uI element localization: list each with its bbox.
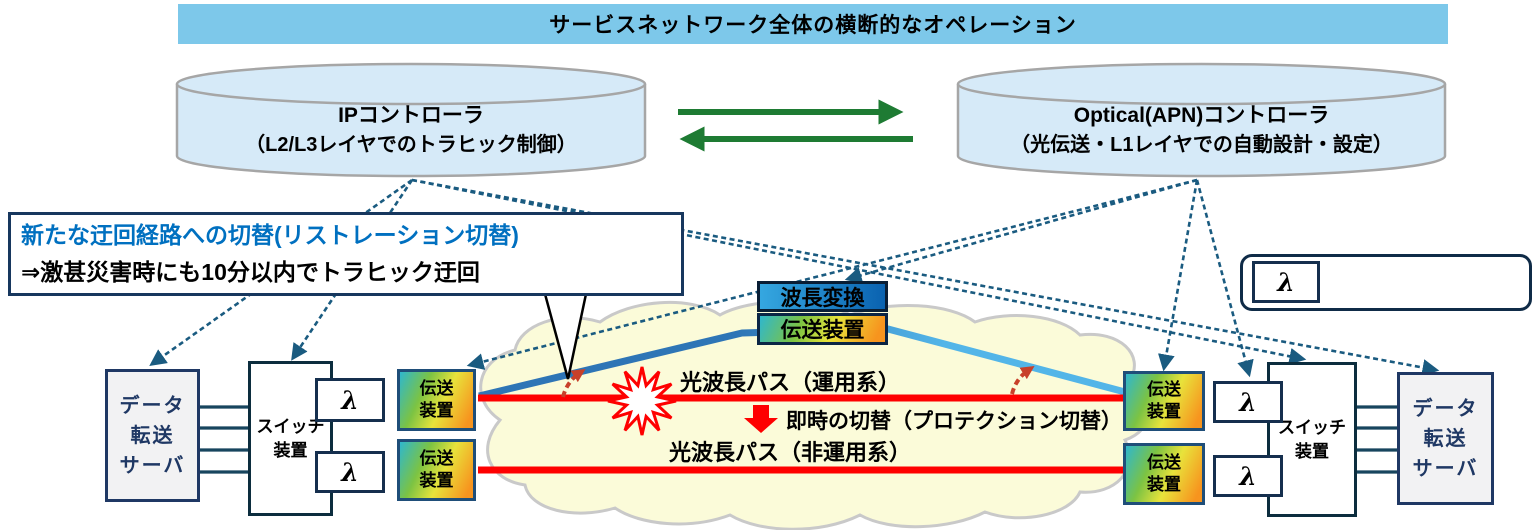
server-label-line: データ: [1412, 397, 1479, 420]
ip-controller-cylinder: [175, 62, 647, 178]
switch-label-line: スイッチ: [256, 416, 325, 436]
lambda-legend-item: λ: [1252, 261, 1320, 303]
server-switch-links: [200, 405, 1399, 474]
server-label-line: サーバ: [119, 454, 186, 477]
data-server-right: データ 転送 サーバ: [1397, 372, 1494, 505]
server-label-line: 転送: [130, 424, 175, 447]
switchover-curve-arrow-left-icon: [561, 369, 586, 398]
standby-path-label: 光波長パス（非運用系）: [668, 440, 911, 465]
optical-controller-cylinder: [956, 62, 1447, 178]
active-path-label: 光波長パス（運用系）: [679, 370, 900, 395]
transmission-label-line: 装置: [1147, 402, 1181, 421]
lambda-box-left-bottom: λ: [315, 451, 385, 493]
ip-controller-subtitle: （L2/L3レイヤでのトラヒック制御）: [245, 134, 577, 156]
restoration-callout-line2: ⇒激甚災害時にも10分以内でトラヒック迂回: [21, 259, 480, 285]
protection-down-arrow-icon: [744, 405, 778, 433]
server-label-line: サーバ: [1412, 457, 1479, 480]
optical-control-links: [466, 178, 1254, 378]
failure-starburst-icon: [607, 366, 677, 436]
transmission-device-left-top: 伝送 装置: [397, 369, 476, 431]
optical-controller-subtitle: （光伝送・L1レイヤでの自動設計・設定）: [1010, 134, 1393, 156]
lambda-symbol: λ: [1239, 387, 1257, 417]
transmission-label-line: 装置: [419, 471, 454, 490]
transmission-label-line: 伝送: [419, 379, 454, 398]
lambda-box-right-bottom: λ: [1213, 455, 1283, 497]
transmission-label-line: 伝送: [419, 449, 454, 468]
lambda-box-right-top: λ: [1213, 381, 1283, 423]
switch-label-line: 装置: [273, 440, 308, 460]
transmission-device-right-top: 伝送 装置: [1123, 371, 1205, 431]
switch-label-line: スイッチ: [1278, 417, 1346, 437]
transmission-label-line: 装置: [419, 401, 454, 420]
banner-title: サービスネットワーク全体の横断的なオペレーション: [549, 14, 1077, 37]
lambda-symbol: λ: [1277, 267, 1295, 297]
optical-controller-title: Optical(APN)コントローラ: [1073, 104, 1330, 127]
protection-switch-label: 即時の切替（プロテクション切替）: [786, 410, 1122, 433]
data-server-left: データ 転送 サーバ: [105, 369, 200, 502]
optical-controller: Optical(APN)コントローラ （光伝送・L1レイヤでの自動設計・設定）: [958, 92, 1445, 168]
ip-controller: IPコントローラ （L2/L3レイヤでのトラヒック制御）: [177, 92, 645, 168]
server-label-line: データ: [119, 394, 186, 417]
transmission-label-line: 伝送: [1147, 380, 1181, 399]
legend-transmission-device: 伝送装置: [757, 313, 888, 345]
ip-controller-title: IPコントローラ: [338, 104, 484, 127]
transmission-device-left-bottom: 伝送 装置: [397, 439, 476, 501]
transmission-device-right-bottom: 伝送 装置: [1123, 443, 1205, 505]
switch-label-line: 装置: [1295, 441, 1329, 461]
server-label-line: 転送: [1423, 427, 1468, 450]
transmission-label-line: 伝送: [1147, 453, 1181, 472]
legend-transmission-device-label: 伝送装置: [780, 319, 865, 342]
lambda-symbol: λ: [341, 457, 359, 487]
transmission-label-line: 装置: [1147, 475, 1181, 494]
legend-wavelength-conversion: 波長変換: [757, 281, 888, 312]
lambda-box-left-top: λ: [315, 378, 385, 422]
restoration-callout-line1: 新たな迂回経路への切替(リストレーション切替): [21, 222, 519, 248]
legend-wavelength-conversion-label: 波長変換: [780, 286, 865, 310]
restoration-callout: 新たな迂回経路への切替(リストレーション切替) ⇒激甚災害時にも10分以内でトラ…: [8, 212, 684, 296]
lambda-symbol: λ: [1239, 461, 1257, 491]
switchover-curve-arrow-right-icon: [1010, 366, 1035, 395]
lambda-symbol: λ: [341, 385, 359, 415]
banner: サービスネットワーク全体の横断的なオペレーション: [178, 4, 1448, 44]
